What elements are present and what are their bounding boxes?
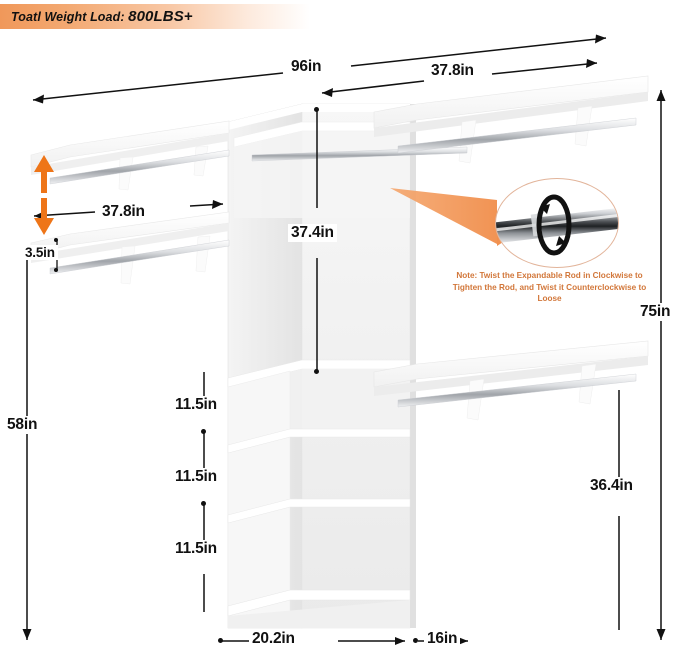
dim-dot-bottom-mid xyxy=(413,638,418,643)
dim-dot-bottom-left xyxy=(218,638,223,643)
dim-label-left-width: 37.8in xyxy=(99,203,148,221)
dim-label-shelf-3: 11.5in xyxy=(172,540,220,558)
right-lower-rod xyxy=(397,373,637,408)
note-line-2: Tighten the Rod, and Twist it Counterclo… xyxy=(452,282,647,304)
dim-label-panel-depth: 16in xyxy=(424,630,461,648)
left-upper-rod xyxy=(49,149,230,185)
weight-load-banner: Toatl Weight Load: 800LBS+ xyxy=(0,4,310,29)
center-tower xyxy=(227,103,416,629)
expandable-rod-note: Note: Twist the Expandable Rod in Clockw… xyxy=(447,270,652,305)
dim-label-overall-height: 75in xyxy=(637,303,674,321)
dim-label-center-hang: 37.4in xyxy=(288,224,337,242)
weight-load-text: Toatl Weight Load: 800LBS+ xyxy=(0,8,193,25)
left-lower-shelf xyxy=(30,211,230,285)
arrow-up-icon xyxy=(34,155,54,193)
right-lower-shelf xyxy=(373,340,649,421)
dim-dot-35-bottom xyxy=(54,268,58,272)
dim-label-left-height: 58in xyxy=(4,416,41,434)
callout-cone-body xyxy=(390,188,497,244)
dim-label-shelf-1: 11.5in xyxy=(172,396,220,414)
arrow-down-icon xyxy=(34,198,54,235)
weight-load-label: Toatl Weight Load: xyxy=(11,10,125,24)
dim-label-overall-width: 96in xyxy=(288,58,325,76)
right-upper-shelf xyxy=(373,75,649,164)
dim-label-right-width: 37.8in xyxy=(428,62,477,80)
left-lower-rod xyxy=(49,239,230,275)
dim-dot-shelf-2 xyxy=(201,501,206,506)
note-line-1: Note: Twist the Expandable Rod in Clockw… xyxy=(456,271,643,280)
dim-dot-374-bottom xyxy=(314,369,319,374)
right-upper-rod xyxy=(397,117,637,154)
weight-load-value: 800LBS+ xyxy=(128,8,193,25)
dim-label-shelf-2: 11.5in xyxy=(172,468,220,486)
callout-detail-svg xyxy=(496,194,618,256)
expandable-rod-callout xyxy=(495,178,619,268)
dim-dot-shelf-1 xyxy=(201,429,206,434)
dim-label-tower-depth: 20.2in xyxy=(249,630,298,648)
dim-label-right-hang: 36.4in xyxy=(587,477,636,495)
dim-label-shelf-gap: 3.5in xyxy=(22,245,58,260)
left-upper-shelf xyxy=(30,120,230,191)
center-hanging-rod xyxy=(251,146,468,162)
dimension-lines xyxy=(22,34,666,645)
dim-dot-374-top xyxy=(314,107,319,112)
dim-dot-35-top xyxy=(54,238,58,242)
